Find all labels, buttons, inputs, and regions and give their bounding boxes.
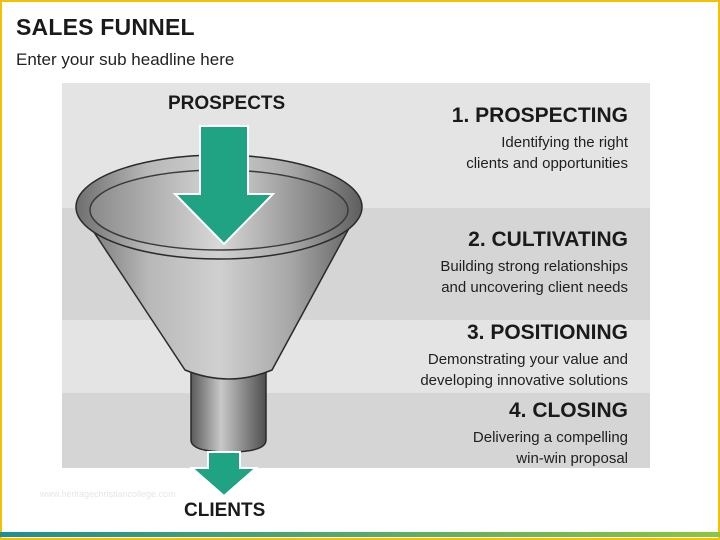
- stage-band-4: [62, 393, 650, 468]
- stage-desc-line-1: Building strong relationships: [440, 258, 628, 275]
- stage-desc-line-2: clients and opportunities: [466, 155, 628, 172]
- stage-desc-line-2: and uncovering client needs: [441, 279, 628, 296]
- stage-prospecting: 1. PROSPECTING Identifying the right cli…: [298, 104, 628, 174]
- clients-label: CLIENTS: [184, 500, 266, 521]
- stage-desc-line-1: Demonstrating your value and: [427, 351, 628, 368]
- stage-desc-line-2: win-win proposal: [516, 450, 628, 467]
- stage-title: 2. CULTIVATING: [468, 228, 628, 251]
- page-title: SALES FUNNEL: [16, 14, 195, 40]
- watermark-text: www.heritagechristiancollege.com: [40, 489, 176, 499]
- stage-positioning: 3. POSITIONING Demonstrating your value …: [298, 321, 628, 391]
- prospects-arrow: [172, 125, 276, 246]
- stage-cultivating: 2. CULTIVATING Building strong relations…: [298, 228, 628, 298]
- stage-desc-line-1: Identifying the right: [501, 134, 628, 151]
- bottom-accent-bar: [0, 532, 720, 537]
- stage-title: 4. CLOSING: [508, 399, 628, 422]
- stage-title: 3. POSITIONING: [466, 321, 628, 344]
- page-subtitle: Enter your sub headline here: [16, 50, 235, 69]
- stage-title: 1. PROSPECTING: [451, 104, 628, 127]
- stage-closing: 4. CLOSING Delivering a compelling win-w…: [298, 399, 628, 469]
- clients-arrow: [189, 451, 259, 498]
- prospects-label: PROSPECTS: [168, 93, 286, 114]
- stage-desc-line-1: Delivering a compelling: [472, 429, 628, 446]
- stage-desc-line-2: developing innovative solutions: [420, 372, 628, 389]
